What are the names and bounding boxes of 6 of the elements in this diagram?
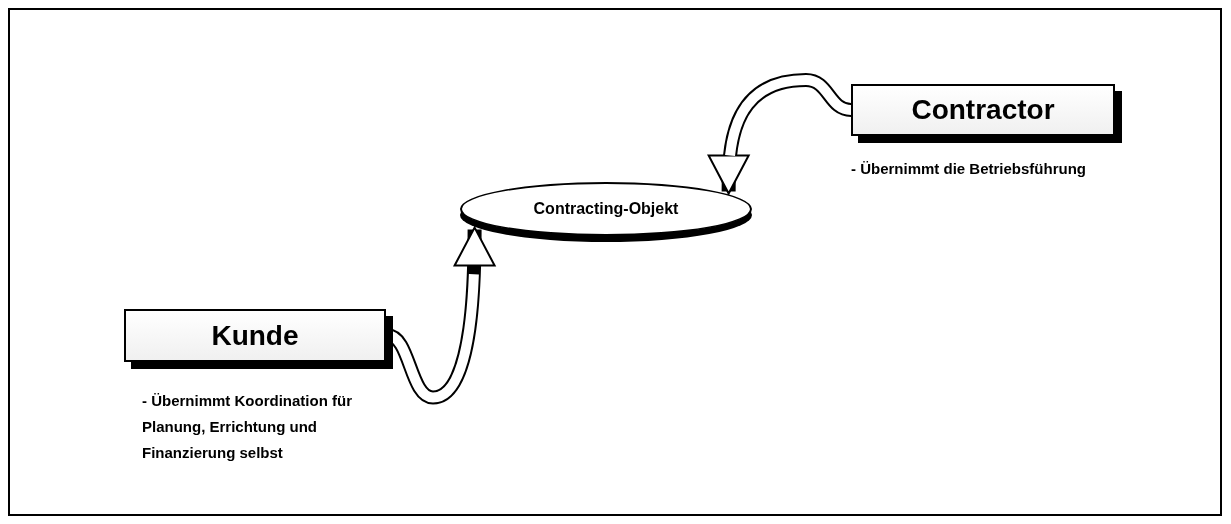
description-text: - Übernimmt die Betriebsführung — [851, 159, 1087, 179]
description-text: - Übernimmt Koordination für Planung, Errichtung und Finanzierung selbst — [142, 391, 353, 463]
node-label: Kunde — [211, 318, 299, 353]
node-label: Contractor — [911, 93, 1055, 127]
curved-arrow — [707, 73, 852, 195]
node-label: Contracting-Objekt — [533, 199, 679, 219]
